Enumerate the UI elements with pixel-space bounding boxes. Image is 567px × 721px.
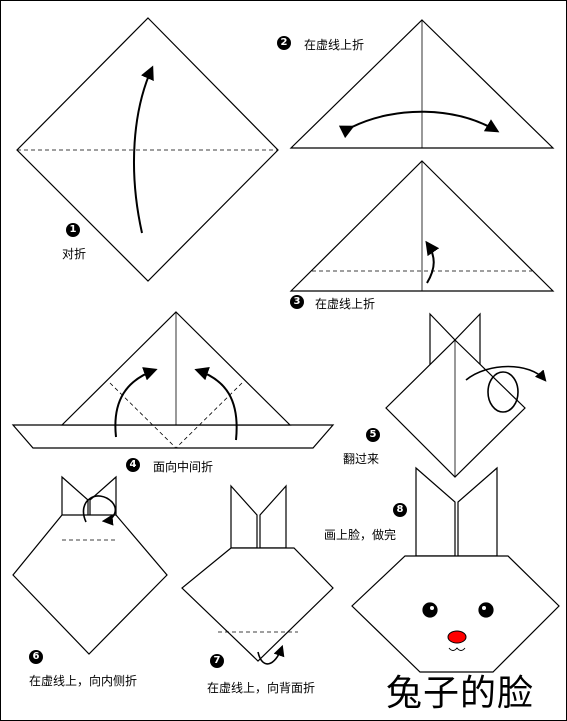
step6-diagram: [12, 475, 168, 655]
step4-band: [11, 424, 335, 449]
step7-caption: 在虚线上，向背面折: [207, 681, 316, 695]
step4-right-fold: [175, 382, 243, 449]
step6-number: 6: [29, 650, 43, 664]
step3-number: 3: [290, 295, 304, 309]
step8-caption: 画上脸，做完: [324, 528, 397, 542]
step6-caption: 在虚线上，向内侧折: [29, 674, 138, 688]
left-eye: [422, 602, 438, 618]
step1-arrow: [133, 65, 154, 234]
step4-diagram: [11, 311, 335, 449]
step5-head: [385, 339, 526, 478]
step3-diagram: [289, 160, 555, 292]
step8-diagram: [351, 466, 560, 673]
step7-right-ear: [259, 484, 287, 549]
nose: [447, 630, 467, 644]
step1-diagram: [16, 17, 279, 282]
step7-left-ear: [230, 484, 258, 549]
left-eye-highlight: [430, 606, 434, 610]
step3-arrow: [425, 240, 440, 284]
step4-left-arrow: [114, 367, 158, 438]
step4-number: 4: [126, 458, 140, 472]
step4-left-fold: [109, 382, 177, 449]
right-eye-highlight: [482, 606, 486, 610]
step7-number: 7: [210, 654, 224, 668]
step5-turn-arrow: [465, 365, 547, 382]
step2-number: 2: [277, 36, 291, 50]
step4-caption: 面向中间折: [153, 460, 214, 474]
page-title: 兔子的脸: [386, 673, 535, 714]
mouth: [448, 647, 466, 651]
step8-left-ear: [415, 466, 456, 557]
step3-caption: 在虚线上折: [315, 297, 376, 311]
step8-head: [351, 555, 560, 673]
step5-diagram: [385, 312, 547, 478]
step8-right-ear: [457, 466, 498, 557]
step2-diagram: [289, 19, 555, 149]
step1-caption: 对折: [62, 247, 87, 261]
step1-number: 1: [66, 223, 80, 237]
step2-caption: 在虚线上折: [304, 38, 365, 52]
step5-caption: 翻过来: [343, 452, 380, 466]
step8-number: 8: [393, 503, 407, 517]
step7-arrow: [257, 644, 285, 665]
right-eye: [478, 602, 494, 618]
step7-diagram: [181, 484, 334, 665]
step7-head: [181, 547, 334, 662]
step5-turn-loop: [487, 371, 519, 413]
step4-right-arrow: [194, 367, 238, 441]
step2-arrow: [338, 110, 500, 139]
step5-number: 5: [366, 428, 380, 442]
step6-arrow: [82, 495, 116, 526]
step6-head: [12, 514, 168, 655]
step1-square: [16, 17, 279, 282]
